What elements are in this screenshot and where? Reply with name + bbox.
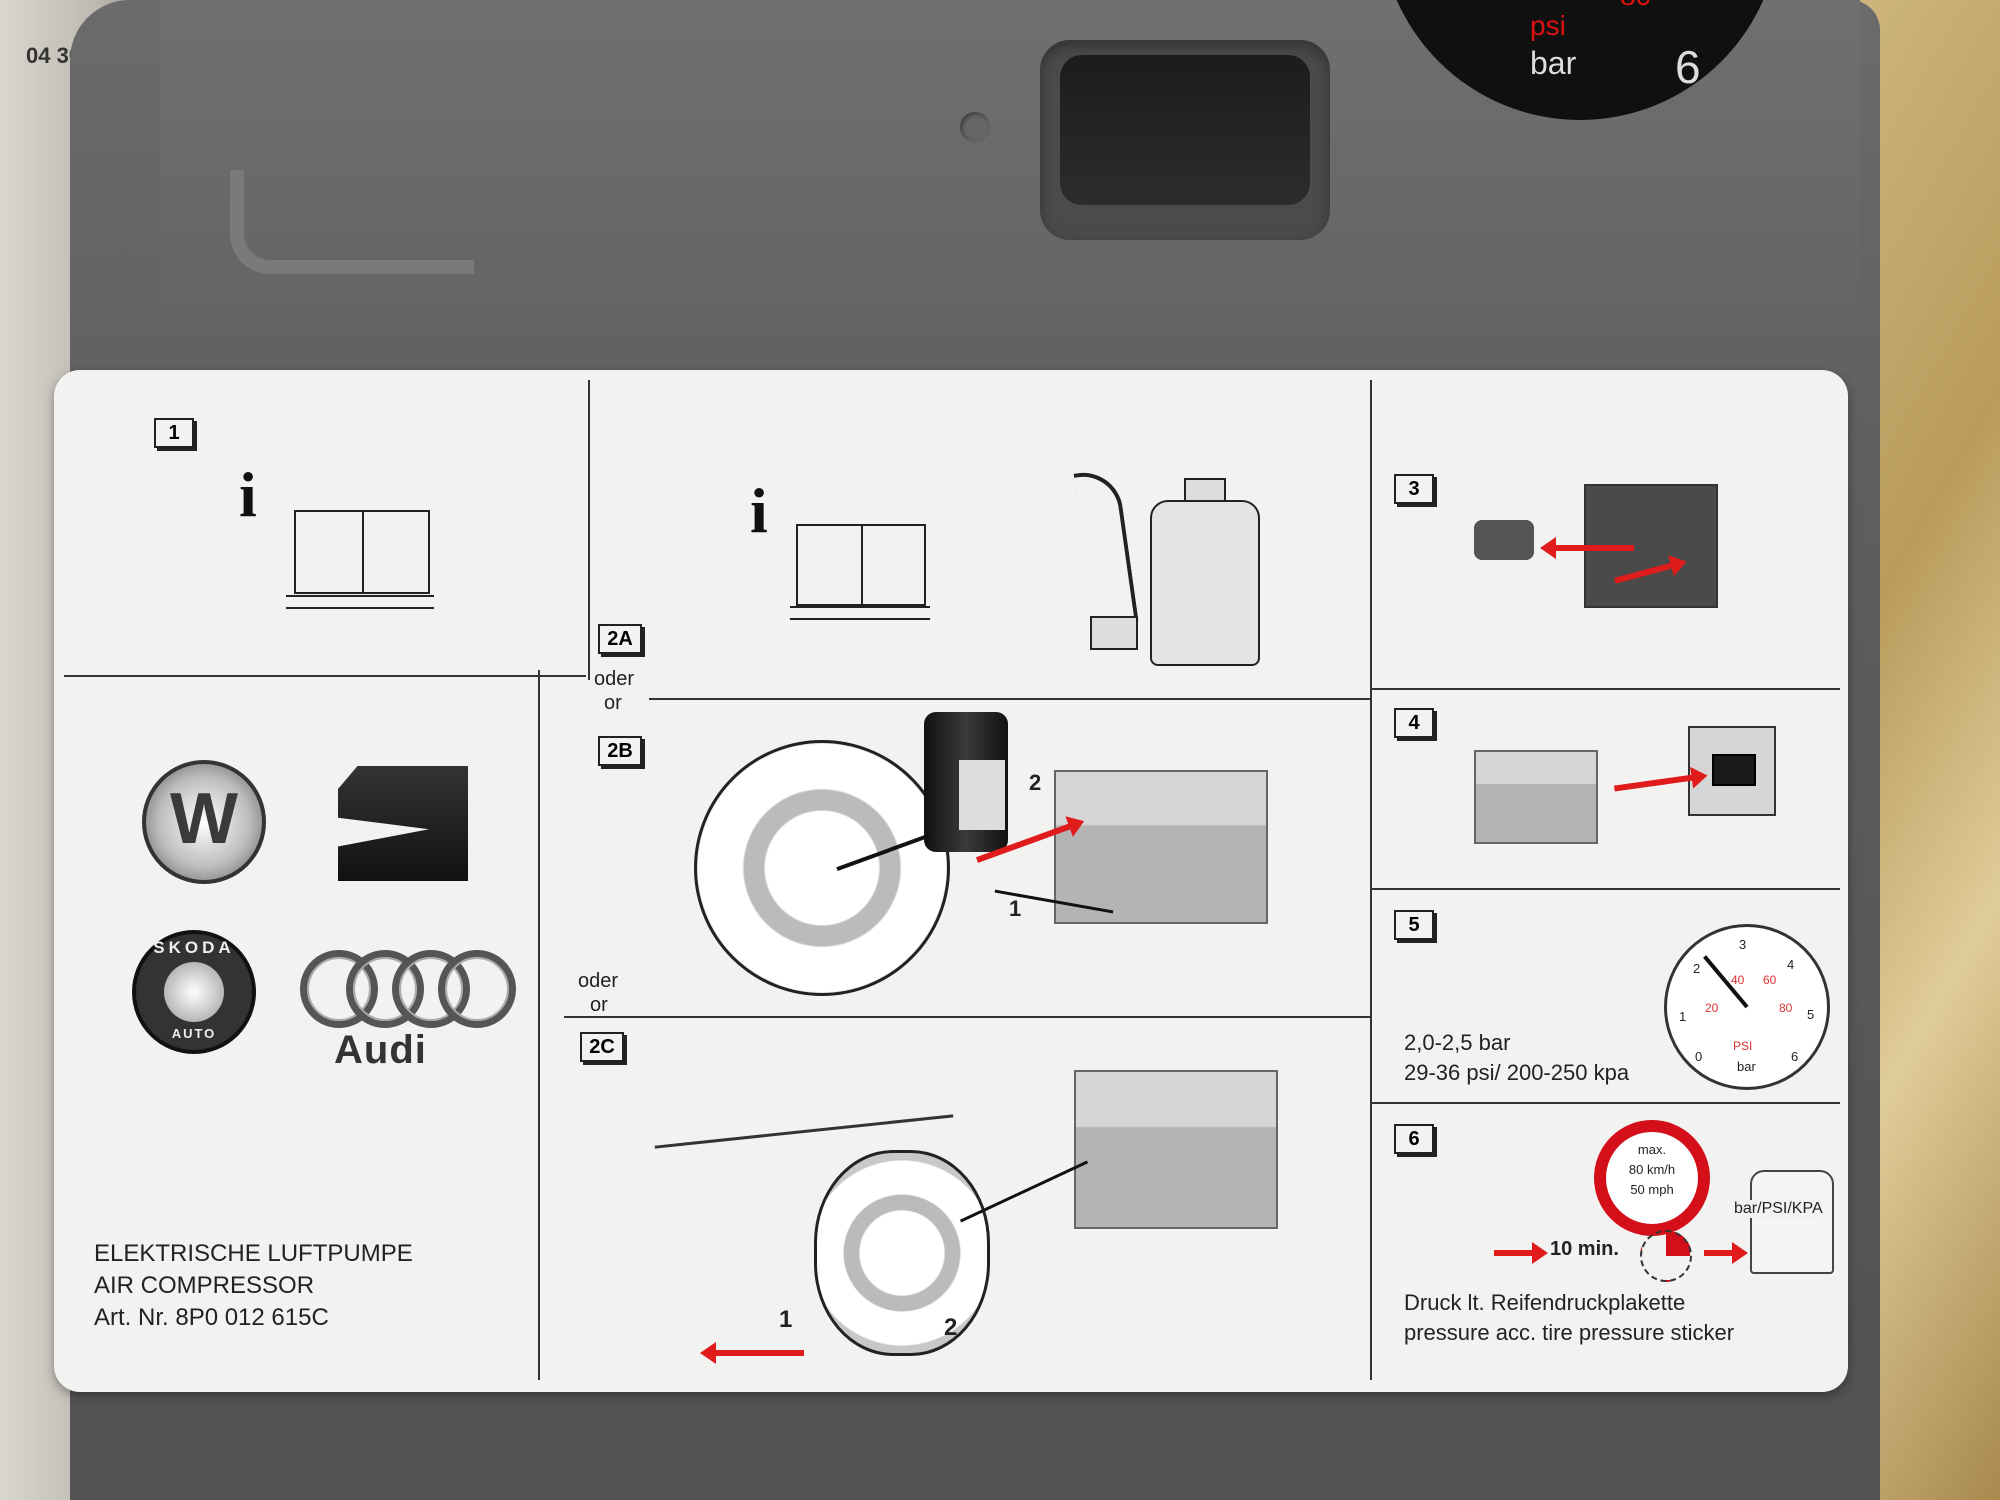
step-2a-number: 2A <box>598 624 642 654</box>
skoda-logo-subtext: AUTO <box>171 1026 217 1041</box>
gauge-number-red: 80 <box>1620 0 1651 12</box>
gauge-psi-label: psi <box>1530 10 1566 41</box>
speed-limit-kmh: 80 km/h <box>1628 1162 1676 1177</box>
manual-book-base <box>790 606 930 620</box>
gauge-psi-tick: 20 <box>1705 1001 1719 1015</box>
callout-2: 2 <box>1029 770 1042 795</box>
bottle-label <box>959 760 1005 830</box>
divider <box>538 670 540 1380</box>
or-label: or <box>604 692 622 714</box>
audi-ring <box>438 950 516 1028</box>
sealant-cap-icon <box>1090 616 1138 650</box>
speed-limit-sign: max. 80 km/h 50 mph <box>1594 1120 1710 1236</box>
screw-hole <box>960 112 990 142</box>
callout-2: 2 <box>944 1314 958 1341</box>
instruction-label: 1 i i 2A oder or 2B oder or 2C 2 1 1 2 W… <box>54 370 1848 1392</box>
step-2b-number: 2B <box>598 736 642 766</box>
skoda-arrow-emblem <box>164 962 224 1022</box>
divider <box>564 1016 1370 1018</box>
pressure-sticker-label: bar/PSI/KPA <box>1734 1200 1823 1218</box>
gauge-bar-label: bar <box>1737 1059 1756 1074</box>
divider <box>588 380 590 680</box>
compressor-illustration <box>1474 750 1598 844</box>
skoda-logo: SKODA AUTO <box>132 930 256 1054</box>
drive-arrow <box>1494 1242 1548 1264</box>
divider <box>1370 688 1840 690</box>
car-wheel-illustration <box>814 1150 990 1356</box>
step-2c-number: 2C <box>580 1032 624 1062</box>
target-pressure-alt: 29-36 psi/ 200-250 kpa <box>1404 1060 1630 1085</box>
step-1-number: 1 <box>154 418 194 448</box>
pressure-gauge-illustration: 0 1 2 3 4 5 6 20 40 60 80 PSI bar <box>1664 924 1830 1090</box>
note-de: Druck lt. Reifendruckplakette <box>1404 1290 1686 1315</box>
power-cable <box>959 1160 1089 1223</box>
roll-arrow <box>700 1342 804 1364</box>
vw-logo-letter: W <box>170 779 238 859</box>
seat-logo <box>338 766 468 881</box>
speed-limit-mph: 50 mph <box>1630 1182 1674 1197</box>
filler-hose-icon <box>1073 467 1139 627</box>
gauge-tick: 1 <box>1679 1009 1687 1024</box>
info-icon: i <box>239 459 257 530</box>
plug-illustration <box>1474 520 1534 560</box>
vw-logo: W <box>142 760 266 884</box>
manual-book-icon <box>796 524 926 606</box>
power-switch[interactable] <box>1060 55 1310 205</box>
callout-1: 1 <box>779 1306 793 1333</box>
divider <box>64 675 586 677</box>
step-4-number: 4 <box>1394 708 1434 738</box>
manual-book-base <box>286 595 434 609</box>
oder-label: oder <box>578 970 619 992</box>
manual-book-icon <box>294 510 430 594</box>
gauge-tick: 4 <box>1787 957 1795 972</box>
step-5-number: 5 <box>1394 910 1434 940</box>
fender-outline <box>654 1114 954 1149</box>
gauge-psi-tick: 40 <box>1731 973 1745 987</box>
audi-wordmark: Audi <box>334 1028 427 1072</box>
note-en: pressure acc. tire pressure sticker <box>1404 1320 1735 1345</box>
recheck-arrow <box>1704 1242 1748 1264</box>
gauge-tick: 3 <box>1739 937 1747 952</box>
step-6-number: 6 <box>1394 1124 1434 1154</box>
gauge-tick: 0 <box>1695 1049 1703 1064</box>
product-name-de: ELEKTRISCHE LUFTPUMPE <box>94 1240 413 1267</box>
drive-duration: 10 min. <box>1550 1238 1619 1260</box>
gauge-psi-tick: 80 <box>1779 1001 1793 1015</box>
step-3-number: 3 <box>1394 474 1434 504</box>
gauge-tick: 2 <box>1693 961 1701 976</box>
cable-hook <box>230 170 474 274</box>
gauge-tick: 6 <box>1791 1049 1799 1064</box>
product-name-en: AIR COMPRESSOR <box>94 1272 315 1299</box>
rocker-switch-icon <box>1712 754 1756 786</box>
car-rear-illustration <box>1750 1170 1834 1274</box>
target-pressure-bar: 2,0-2,5 bar <box>1404 1030 1511 1055</box>
divider <box>1370 380 1372 1380</box>
sealant-bottle-icon <box>1150 500 1260 666</box>
skoda-logo-text: SKODA <box>153 938 235 957</box>
speed-limit-max: max. <box>1637 1142 1667 1157</box>
gauge-psi-label: PSI <box>1733 1039 1753 1053</box>
gauge-number: 6 <box>1675 41 1701 93</box>
timer-icon <box>1640 1230 1692 1282</box>
compressor-illustration <box>1074 1070 1278 1229</box>
remove-cap-arrow <box>1540 537 1634 559</box>
divider <box>1370 888 1840 890</box>
article-number: Art. Nr. 8P0 012 615C <box>94 1304 329 1331</box>
info-icon: i <box>750 475 768 546</box>
compressor-illustration <box>1054 770 1268 924</box>
switch-on-arrow <box>1613 774 1695 792</box>
gauge-tick: 5 <box>1807 1007 1815 1022</box>
gauge-bar-label: bar <box>1530 45 1577 81</box>
flat-tire-illustration <box>694 740 950 996</box>
divider <box>649 698 1370 700</box>
callout-1: 1 <box>1009 896 1022 921</box>
divider <box>1370 1102 1840 1104</box>
or-label: or <box>590 994 608 1016</box>
oder-label: oder <box>594 668 635 690</box>
gauge-psi-tick: 60 <box>1763 973 1777 987</box>
